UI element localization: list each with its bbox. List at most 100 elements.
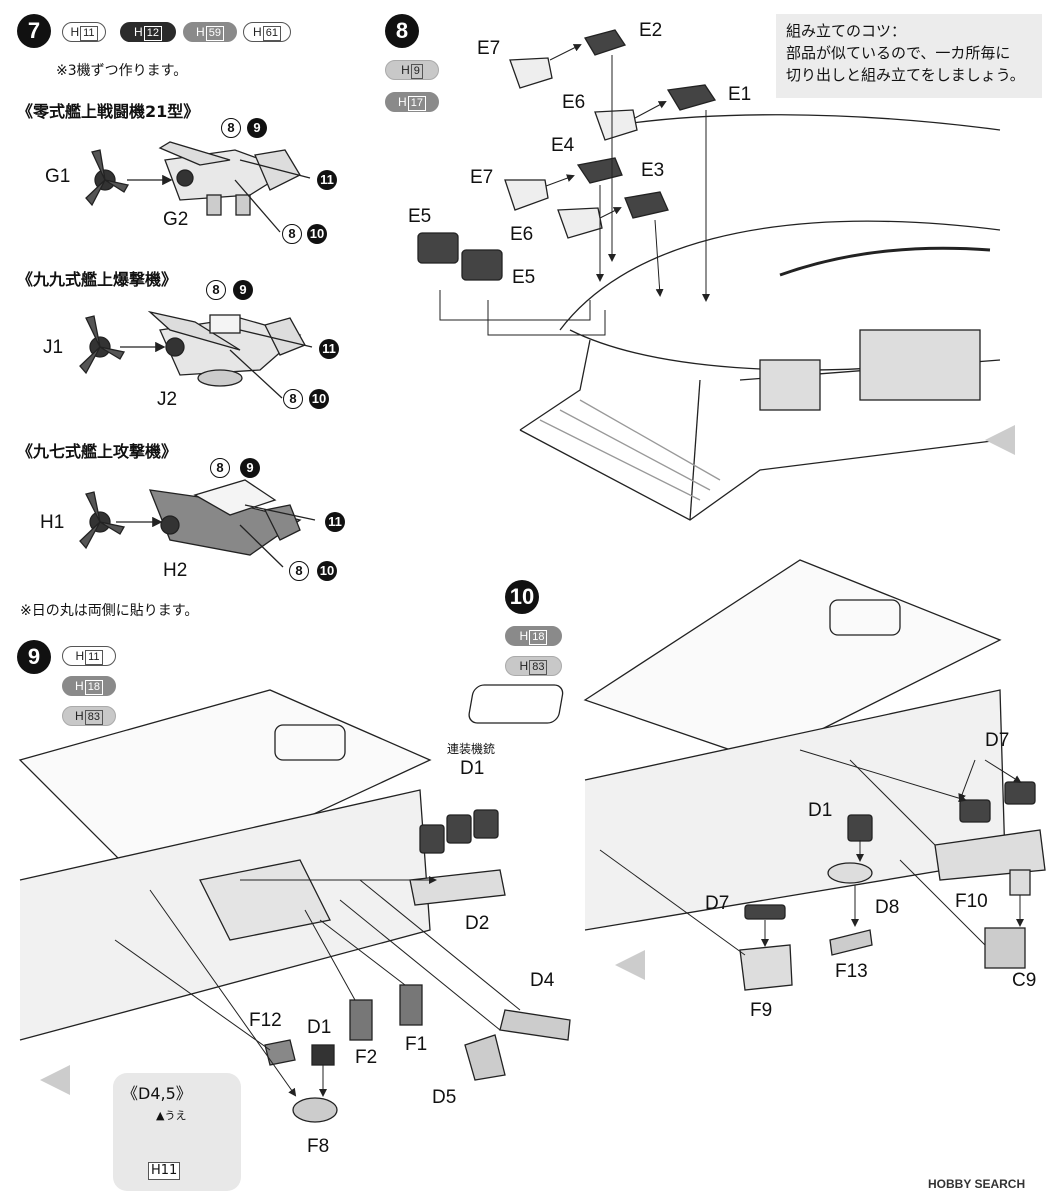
- paint-code: 12: [143, 26, 162, 41]
- step8-mount-parts: [504, 57, 638, 239]
- paint-code: 83: [84, 710, 103, 725]
- paint-code: 11: [85, 650, 103, 665]
- part-label-h2: H2: [163, 560, 188, 581]
- part-label-e3: E3: [641, 160, 665, 181]
- part-label-d5: D5: [432, 1087, 457, 1108]
- part-label-e5: E5: [512, 267, 536, 288]
- part-label-e2: E2: [639, 20, 663, 41]
- ship-bow-drawing: [519, 114, 1001, 521]
- part-label-f10: F10: [955, 891, 988, 912]
- callout-8: 8: [206, 280, 226, 300]
- watermark-logo: HOBBY SEARCH: [928, 1177, 1026, 1191]
- step-9-number: 9: [17, 640, 51, 674]
- d45-up-marker: ▲うえ: [156, 1109, 187, 1122]
- callout-11: 11: [325, 512, 345, 532]
- callout-9: 9: [247, 118, 267, 138]
- paint-code: 9: [410, 64, 423, 79]
- callout-10: 10: [317, 561, 337, 581]
- step10-parts: [739, 781, 1046, 991]
- part-label-f13: F13: [835, 961, 868, 982]
- tip-line-2: 部品が似ているので、一カ所毎に: [786, 44, 1011, 62]
- callout-8: 8: [289, 561, 309, 581]
- callout-8: 8: [210, 458, 230, 478]
- part-label-e1: E1: [728, 84, 752, 105]
- part-label-f12: F12: [249, 1010, 282, 1031]
- part-label-d4: D4: [530, 970, 555, 991]
- part-label-e5: E5: [408, 206, 432, 227]
- propeller-j1-icon: [79, 315, 126, 375]
- part-label-d1: D1: [808, 800, 833, 821]
- part-label-h1: H1: [40, 512, 65, 533]
- part-label-d1: D1: [460, 758, 485, 779]
- step-8-number: 8: [385, 14, 419, 48]
- paint-code: 61: [262, 26, 281, 41]
- bow-direction-icon: [985, 425, 1015, 455]
- d45-paint-chip: H11: [148, 1162, 181, 1180]
- part-label-e6: E6: [562, 92, 586, 113]
- d45-title: 《D4,5》: [122, 1084, 192, 1103]
- callout-8: 8: [221, 118, 241, 138]
- callout-8: 8: [282, 224, 302, 244]
- paint-code: 18: [529, 630, 548, 645]
- paint-code: 17: [407, 96, 426, 111]
- part-label-d8: D8: [875, 897, 900, 918]
- propeller-g1-icon: [85, 149, 130, 207]
- tip-line-3: 切り出しと組み立てをしましょう。: [786, 66, 1025, 84]
- step8-e5-parts: [417, 232, 503, 281]
- zero-fighter-icon: [158, 141, 301, 216]
- aircraft-title-val: 《九九式艦上爆撃機》: [17, 270, 178, 289]
- bow-direction-icon: [615, 950, 645, 980]
- paint-code: 18: [84, 680, 103, 695]
- part-label-d7: D7: [705, 893, 730, 914]
- part-label-d1: D1: [307, 1017, 332, 1038]
- callout-9: 9: [233, 280, 253, 300]
- part-label-f1: F1: [405, 1034, 428, 1055]
- part-label-f9: F9: [750, 1000, 773, 1021]
- callout-10: 10: [309, 389, 329, 409]
- aircraft-title-zero: 《零式艦上戦闘機21型》: [17, 102, 200, 121]
- bow-direction-icon: [40, 1065, 70, 1095]
- step-10-number: 10: [505, 580, 539, 614]
- callout-10: 10: [307, 224, 327, 244]
- paint-code: 11: [80, 26, 98, 41]
- paint-code: 83: [529, 660, 548, 675]
- val-bomber-icon: [147, 310, 306, 387]
- callout-11: 11: [319, 339, 339, 359]
- step-7-number: 7: [17, 14, 51, 48]
- step9-gun-parts: [264, 809, 571, 1123]
- part-label-e7: E7: [477, 38, 501, 59]
- part-label-e7: E7: [470, 167, 494, 188]
- part-label-d2: D2: [465, 913, 490, 934]
- callout-11: 11: [317, 170, 337, 190]
- part-label-e4: E4: [551, 135, 575, 156]
- callout-8: 8: [283, 389, 303, 409]
- step7-footnote: ※日の丸は両側に貼ります。: [20, 603, 199, 619]
- step7-note: ※3機ずつ作ります。: [56, 63, 188, 79]
- part-label-f2: F2: [355, 1047, 378, 1068]
- callout-9: 9: [240, 458, 260, 478]
- part-label-j2: J2: [157, 389, 178, 410]
- step8-gun-parts: [576, 29, 717, 219]
- tip-line-1: 組み立てのコツ：: [786, 22, 907, 40]
- flight-deck-step9: [18, 689, 432, 1041]
- paint-code: 59: [205, 26, 224, 41]
- part-label-j1: J1: [43, 337, 64, 358]
- aircraft-title-kate: 《九七式艦上攻撃機》: [17, 442, 178, 461]
- part-label-c9: C9: [1012, 970, 1037, 991]
- part-label-g2: G2: [163, 209, 189, 230]
- part-label-g1: G1: [45, 166, 71, 187]
- gun-caption: 連装機銃: [447, 742, 496, 756]
- part-label-e6: E6: [510, 224, 534, 245]
- flight-deck-step10: [468, 559, 1006, 931]
